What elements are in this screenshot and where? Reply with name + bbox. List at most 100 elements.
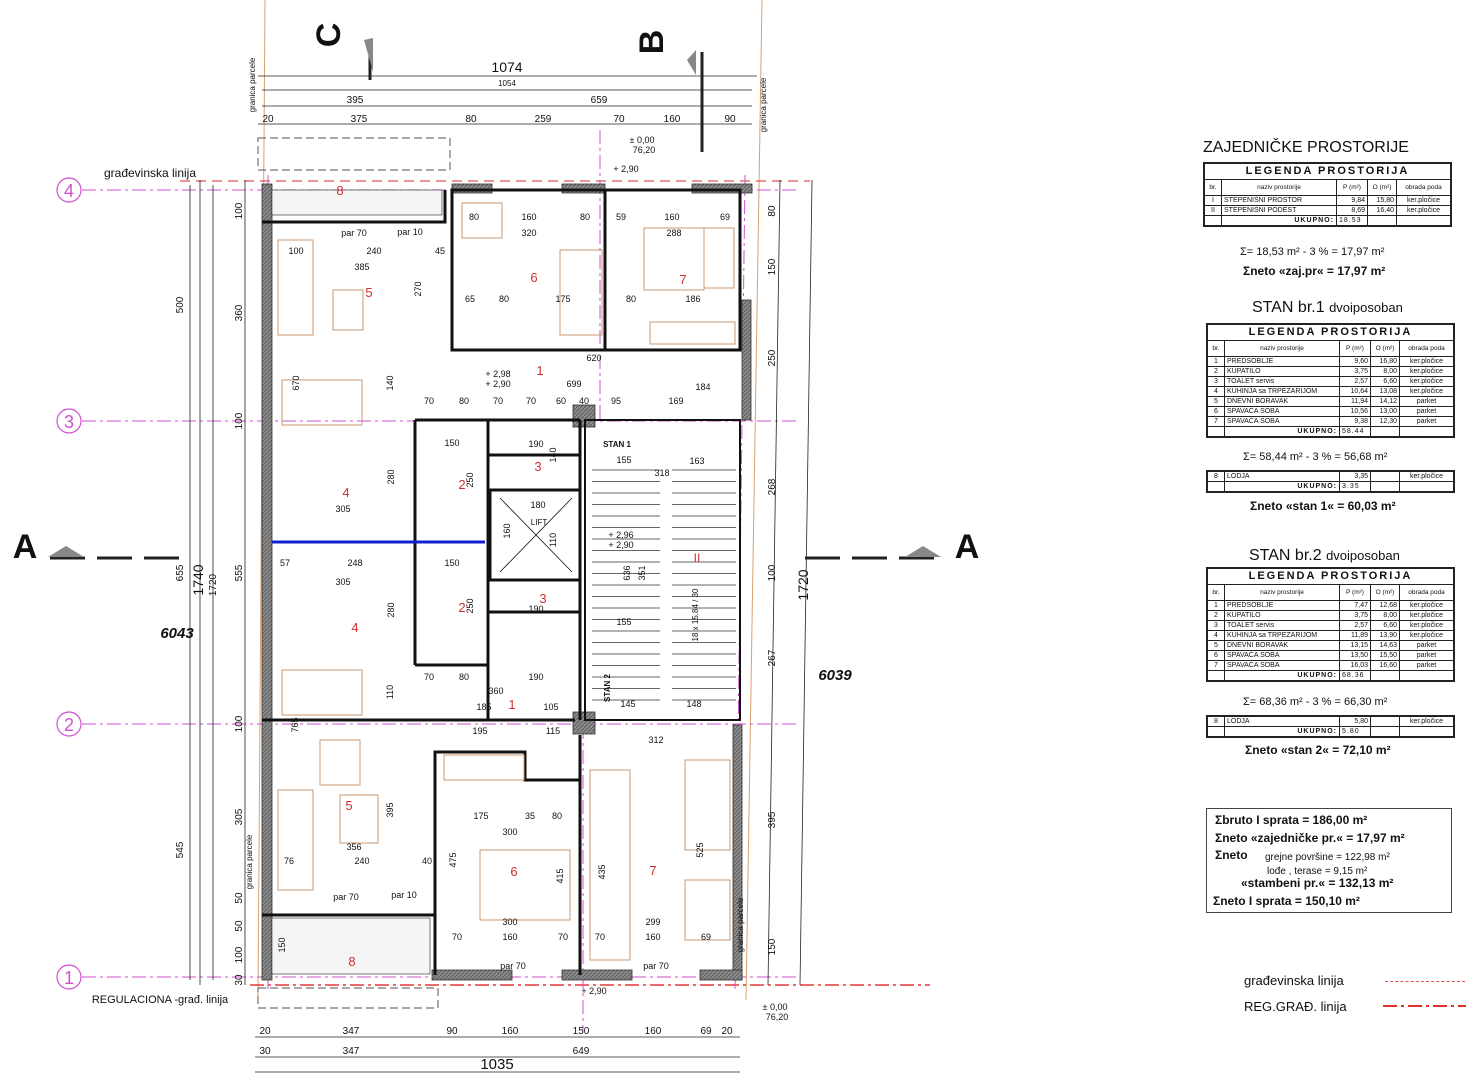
apartment-2-sum: Σ= 68,36 m² - 3 % = 66,30 m² (1243, 696, 1388, 708)
dimension-label: 160 (664, 212, 679, 222)
column-header: P (m²) (1339, 584, 1371, 601)
dimension-label: 155 (616, 455, 631, 465)
room-perimeter: 16,60 (1370, 660, 1400, 671)
room-name: STEPENIŠNI PROSTOR (1221, 195, 1337, 206)
dimension-label: 69 (701, 932, 711, 942)
room-area: 3,35 (1339, 471, 1371, 482)
dimension-label: 620 (586, 353, 601, 363)
column-header: br. (1207, 340, 1225, 357)
grid-axis-label: 1 (64, 968, 74, 988)
dimension-label: 360 (488, 686, 503, 696)
lodge-railings (271, 189, 443, 975)
legend-regulation-line-swatch (1383, 1005, 1466, 1007)
dimension-label: 80 (469, 212, 479, 222)
room-number: 3 (539, 591, 546, 606)
dimension-label: 110 (385, 685, 395, 699)
dimension-label: 145 (620, 699, 635, 709)
common-rooms-title: ZAJEDNIČKE PROSTORIJE (1203, 139, 1409, 156)
dimension-label: 347 (343, 1026, 360, 1037)
dimension-label: 1035 (480, 1056, 513, 1073)
dimension-label: 555 (234, 564, 245, 581)
blank (1399, 670, 1454, 681)
total-label: UKUPNO: (1224, 670, 1340, 681)
dimension-label: 100 (234, 946, 245, 963)
room-perimeter: 13,90 (1370, 630, 1400, 641)
dimension-label: 20 (259, 1026, 271, 1037)
floor-finish: ker.pločice (1399, 620, 1454, 631)
blank (1207, 426, 1225, 437)
room-name: SPAVAĆA SOBA (1224, 416, 1340, 427)
room-name: KUPATILO (1224, 366, 1340, 377)
floor-area-summary: Σbruto I sprata = 186,00 m² Σneto «zajed… (1206, 808, 1452, 913)
dimension-label: 150 (444, 438, 459, 448)
room-area: 11,94 (1339, 396, 1371, 407)
floor-finish: parket (1399, 396, 1454, 407)
dimension-label: 699 (566, 379, 581, 389)
lift-shaft (499, 497, 573, 573)
dimension-label: par 70 (341, 228, 367, 238)
dimension-label: 35 (525, 811, 535, 821)
apartment-1-sum: Σ= 58,44 m² - 3 % = 56,68 m² (1243, 451, 1388, 463)
column-header: naziv prostorije (1224, 584, 1340, 601)
room-area: 11,89 (1339, 630, 1371, 641)
room-area: 9,60 (1339, 356, 1371, 367)
dimension-label: 270 (413, 281, 423, 296)
dimension-label: 312 (648, 735, 663, 745)
dimension-label: 80 (459, 396, 469, 406)
room-number: 2 (458, 477, 465, 492)
dimension-label: 659 (591, 95, 608, 106)
dimension-label: 190 (528, 672, 543, 682)
dimension-label: 670 (291, 375, 301, 390)
dimension-label: 320 (521, 228, 536, 238)
blank (1367, 215, 1397, 226)
dimension-label: 175 (555, 294, 570, 304)
total-label: UKUPNO: (1224, 481, 1340, 492)
dimension-label: 360 (234, 304, 245, 321)
dimension-label: 57 (280, 558, 290, 568)
summary-residential: «stambeni pr.« = 132,13 m² (1241, 876, 1394, 890)
dimension-label: par 70 (500, 961, 526, 971)
column-header: obrada poda (1396, 179, 1451, 196)
parcel-boundary-label: granica parcele (248, 57, 257, 112)
room-number: 7 (1207, 660, 1225, 671)
dimension-label: 160 (502, 523, 512, 538)
blank (1207, 481, 1225, 492)
room-perimeter: 14,12 (1370, 396, 1400, 407)
total-value: 5.80 (1339, 726, 1371, 737)
dimension-label: 305 (335, 577, 350, 587)
floor-finish: parket (1399, 416, 1454, 427)
section-a-marker: A (955, 528, 980, 566)
apartment-1-neto: Σneto «stan 1« = 60,03 m² (1250, 499, 1396, 513)
dimension-label: 76 (284, 856, 294, 866)
level-marker-label: 76,20 (766, 1012, 789, 1022)
floor-finish: ker.pločice (1399, 716, 1454, 727)
floor-finish: ker.pločice (1399, 376, 1454, 387)
room-area: 16,03 (1339, 660, 1371, 671)
dimension-label: 395 (767, 811, 778, 828)
floor-finish: parket (1399, 650, 1454, 661)
dimension-label: 190 (528, 604, 543, 614)
dimension-label: 18 x 15.84 / 30 (691, 588, 700, 641)
section-c-marker: C (310, 23, 348, 48)
dimension-label: 250 (767, 349, 778, 366)
dimension-label: 268 (767, 478, 778, 495)
building-line-label: građevinska linija (104, 166, 196, 180)
apartment-2-neto: Σneto «stan 2« = 72,10 m² (1245, 743, 1391, 757)
dimension-label: 40 (422, 856, 432, 866)
room-perimeter: 16,40 (1367, 205, 1397, 216)
column-header: naziv prostorije (1224, 340, 1340, 357)
parcel-boundary-label: granica parcele (759, 77, 768, 132)
room-area: 13,50 (1339, 650, 1371, 661)
summary-heated-area: grejne površine = 122,98 m² (1265, 852, 1390, 863)
dimension-label: 100 (234, 202, 245, 219)
total-value: 3.35 (1339, 481, 1371, 492)
room-area: 10,64 (1339, 386, 1371, 397)
blank (1370, 481, 1400, 492)
column-header: br. (1204, 179, 1222, 196)
